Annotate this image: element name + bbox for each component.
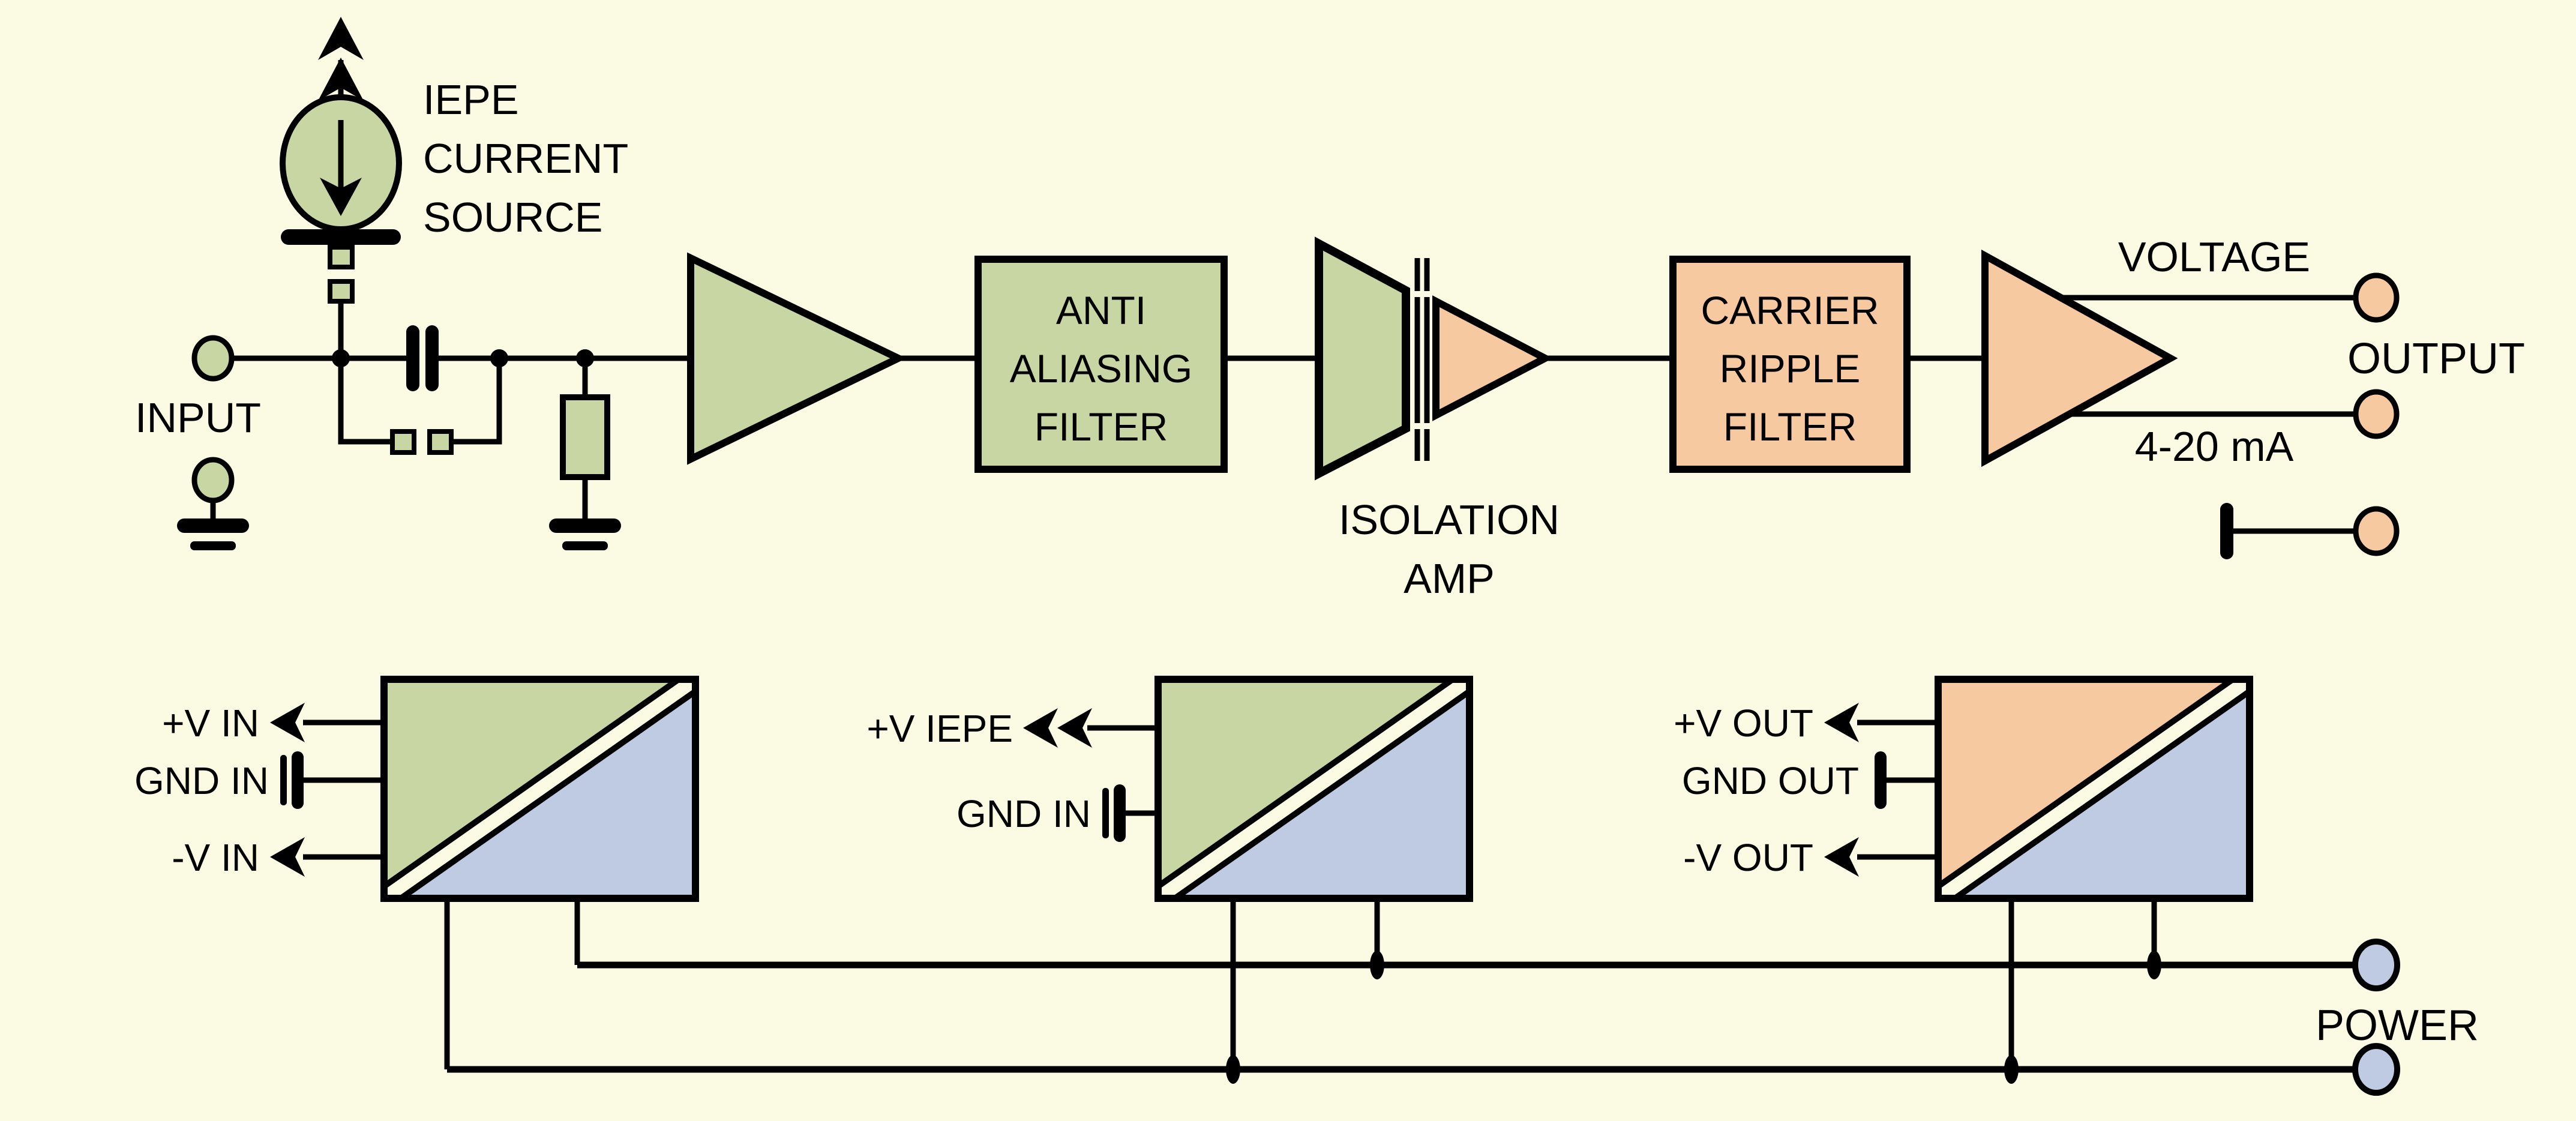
- left-arrow-icon: [1023, 708, 1058, 748]
- output-terminal-group: VOLTAGE OUTPUT 4-20 mA: [2061, 233, 2525, 559]
- crf-label-line1: CARRIER: [1701, 288, 1879, 332]
- gnd-bar-icon: [1102, 788, 1109, 838]
- pin-label-gnd-out: GND OUT: [1682, 759, 1859, 802]
- gnd-bar-icon: [280, 755, 287, 805]
- common-output-terminal: [2353, 506, 2400, 556]
- bypass-network: [338, 358, 502, 455]
- series-element: [328, 279, 355, 304]
- isolation-amp-input-stage: [1315, 236, 1410, 481]
- isolation-amplifier: ISOLATION AMP: [1315, 236, 1560, 602]
- carrier-ripple-filter: CARRIER RIPPLE FILTER: [1669, 256, 1911, 473]
- isolation-amp-output-stage: [1432, 295, 1553, 421]
- series-element: [328, 245, 355, 269]
- ground-icon: [177, 518, 249, 550]
- pin-label-v-plus-out: +V OUT: [1674, 702, 1813, 745]
- up-arrow-icon: [318, 58, 364, 101]
- pin-label-v-plus-in: +V IN: [162, 702, 259, 745]
- pin-label-gnd-in: GND IN: [134, 759, 269, 802]
- gnd-bar-icon: [292, 751, 304, 809]
- output-amplifier-triangle: [1981, 249, 2178, 467]
- dc-converter-iepe: +V IEPE GND IN: [866, 676, 1473, 1069]
- converter-outline: [380, 676, 699, 902]
- input-label: INPUT: [135, 394, 261, 441]
- junction-dot: [2147, 951, 2161, 979]
- left-arrow-icon: [1824, 837, 1859, 877]
- left-arrow-icon: [1057, 708, 1092, 748]
- left-arrow-icon: [1824, 703, 1859, 742]
- pin-label-gnd-in: GND IN: [956, 792, 1091, 835]
- converter-outline: [1935, 676, 2253, 902]
- power-label: POWER: [2316, 1002, 2479, 1050]
- down-arrow-icon: [320, 178, 362, 216]
- pin-label-v-minus-out: -V OUT: [1683, 836, 1813, 879]
- power-bus: POWER: [447, 939, 2479, 1096]
- left-arrow-icon: [270, 837, 305, 877]
- aaf-label-line3: FILTER: [1034, 404, 1168, 449]
- series-element: [390, 429, 416, 455]
- series-element: [427, 429, 454, 455]
- crf-label-line2: RIPPLE: [1720, 346, 1861, 391]
- iepe-current-source: IEPE CURRENT SOURCE: [280, 17, 628, 358]
- anti-aliasing-filter-box: [974, 256, 1228, 473]
- power-terminal-lower: [2352, 1043, 2400, 1096]
- input-ground-terminal: [191, 457, 235, 503]
- current-range-label: 4-20 mA: [2135, 423, 2294, 470]
- input-terminal: [191, 335, 235, 382]
- junction-dot: [1226, 1055, 1240, 1084]
- iepe-source-label-line1: IEPE: [423, 76, 519, 123]
- output-label: OUTPUT: [2347, 335, 2525, 383]
- isolation-amp-label-line2: AMP: [1404, 555, 1495, 602]
- source-plate-bar: [281, 229, 401, 245]
- iepe-source-label-line3: SOURCE: [423, 194, 602, 241]
- input-resistor-branch: [549, 358, 621, 550]
- voltage-label: VOLTAGE: [2118, 233, 2310, 280]
- converter-outline: [1154, 676, 1473, 902]
- junction-dot: [2004, 1055, 2019, 1084]
- junction-dot: [1370, 951, 1384, 979]
- voltage-output-terminal: [2353, 272, 2400, 323]
- pin-label-v-iepe: +V IEPE: [866, 707, 1013, 750]
- crf-label-line3: FILTER: [1723, 404, 1857, 449]
- ground-icon: [549, 518, 621, 550]
- dc-converter-output: +V OUT GND OUT -V OUT: [1674, 676, 2253, 1069]
- anti-aliasing-filter: ANTI ALIASING FILTER: [974, 256, 1228, 473]
- input-amplifier-triangle: [687, 252, 907, 465]
- aaf-label-line2: ALIASING: [1010, 346, 1192, 391]
- current-output-terminal: [2353, 389, 2400, 439]
- dc-converter-input: +V IN GND IN -V IN: [134, 676, 699, 1069]
- gnd-bar-icon: [1114, 784, 1126, 842]
- carrier-ripple-filter-box: [1669, 256, 1911, 473]
- gnd-bar-icon: [1875, 751, 1887, 809]
- aaf-label-line1: ANTI: [1056, 288, 1146, 332]
- pin-label-v-minus-in: -V IN: [172, 836, 259, 879]
- left-arrow-icon: [270, 703, 305, 742]
- common-terminal-bar: [2220, 503, 2233, 559]
- isolation-amp-label-line1: ISOLATION: [1339, 496, 1560, 543]
- up-arrow-icon: [318, 17, 364, 60]
- resistor: [560, 394, 610, 480]
- iepe-source-label-line2: CURRENT: [423, 135, 628, 182]
- power-terminal-upper: [2352, 939, 2400, 991]
- coupling-capacitor: [406, 325, 439, 391]
- input-terminal-group: INPUT: [135, 335, 261, 550]
